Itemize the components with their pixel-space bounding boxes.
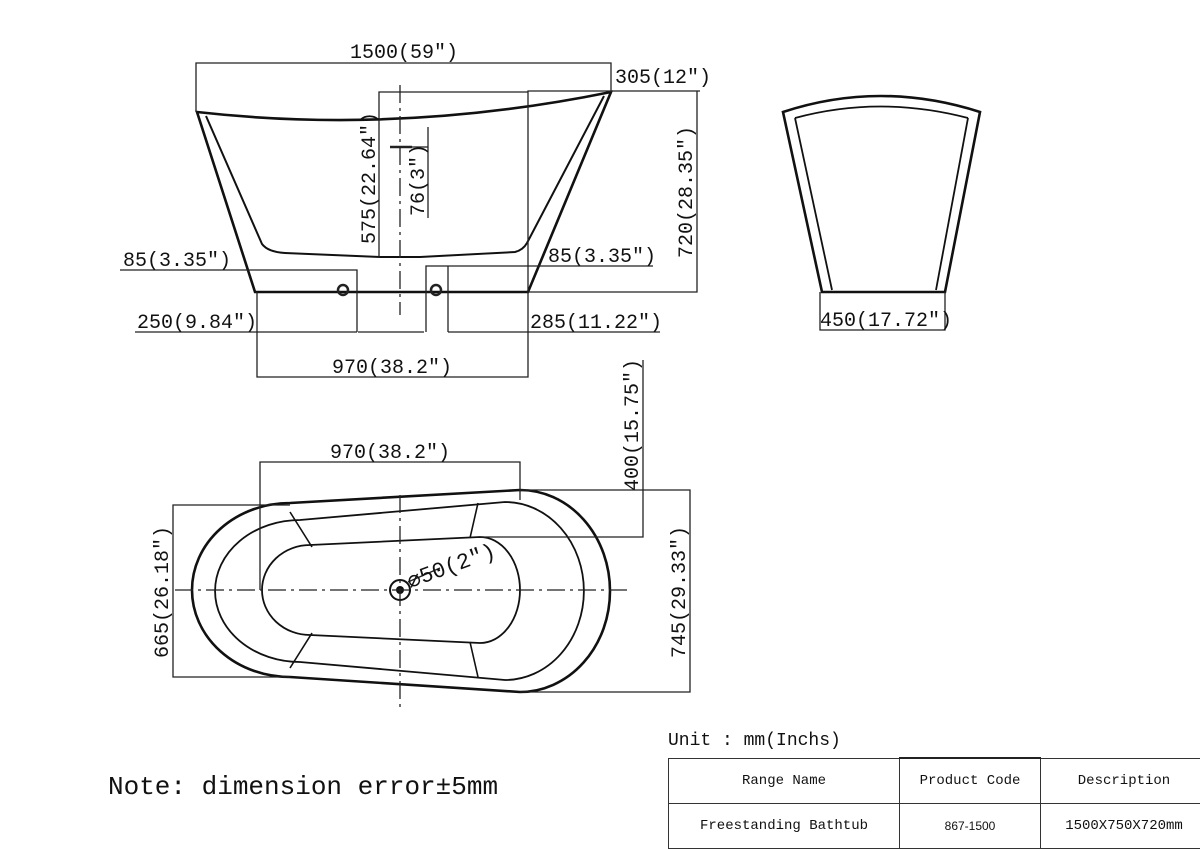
header-description: Description — [1041, 758, 1200, 804]
dim-foot-right-height: 85(3.35″) — [548, 246, 656, 269]
dim-overall-length: 1500(59″) — [350, 42, 458, 65]
dim-right-width: 745(29.33″) — [669, 526, 692, 658]
header-range-name: Range Name — [669, 758, 900, 804]
cell-product-code: 867-1500 — [900, 804, 1041, 849]
tub-side-inner — [206, 96, 604, 257]
tub-end-outline — [783, 96, 980, 292]
dim-basin-length: 970(38.2″) — [330, 442, 450, 465]
dim-overall-height: 720(28.35″) — [676, 126, 699, 258]
unit-label: Unit : mm(Inchs) — [668, 731, 841, 751]
dimension-note: Note: dimension error±5mm — [108, 772, 498, 802]
foot-right — [431, 285, 441, 295]
dim-left-width: 665(26.18″) — [152, 526, 175, 658]
dim-overflow-offset: 76(3″) — [408, 144, 431, 216]
dim-foot-left-height: 85(3.35″) — [123, 250, 231, 273]
header-product-code: Product Code — [900, 758, 1041, 804]
dim-right-base-offset: 285(11.22″) — [530, 312, 662, 335]
dim-base-length: 970(38.2″) — [332, 357, 452, 380]
end-view: 450(17.72″) — [783, 96, 980, 333]
dim-drain-height: 575(22.64″) — [359, 112, 382, 244]
table-row: Freestanding Bathtub 867-1500 1500X750X7… — [669, 804, 1200, 849]
dim-rim-offset: 305(12″) — [615, 67, 711, 90]
table-header-row: Range Name Product Code Description — [669, 758, 1200, 804]
dim-drain-diameter: ⌀50(2″) — [404, 539, 499, 594]
cell-range-name: Freestanding Bathtub — [669, 804, 900, 849]
dim-drain-offset: 400(15.75″) — [622, 359, 645, 491]
cell-description: 1500X750X720mm — [1041, 804, 1200, 849]
side-view: 1500(59″) 305(12″) 720(28.35″) 575(22.64… — [120, 42, 711, 380]
spec-table: Range Name Product Code Description Free… — [668, 757, 1200, 849]
dim-end-base-width: 450(17.72″) — [820, 310, 952, 333]
foot-left — [338, 285, 348, 295]
dim-left-base-offset: 250(9.84″) — [137, 312, 257, 335]
top-view: 970(38.2″) 400(15.75″) ⌀50(2″) 665(26.18… — [152, 359, 692, 712]
